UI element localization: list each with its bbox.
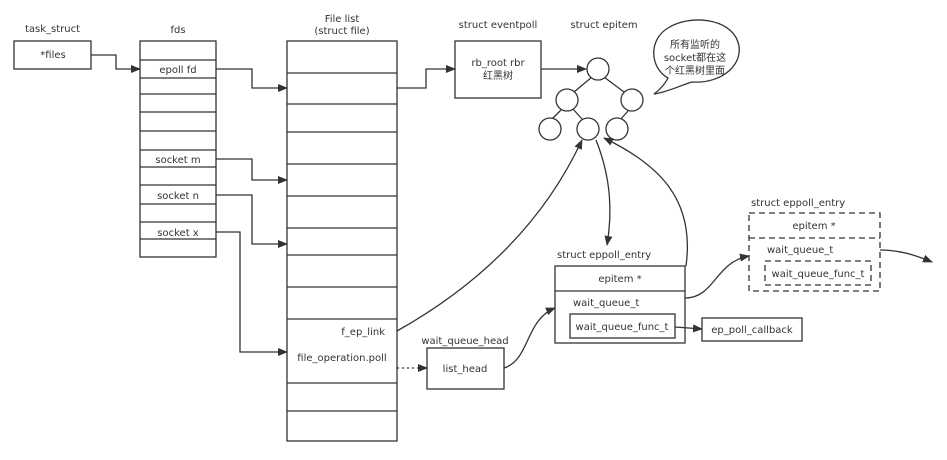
entry2-wait-queue-label: wait_queue_t xyxy=(767,245,833,256)
entry-epitem-label: epitem * xyxy=(598,274,641,285)
entry-func-label: wait_queue_func_t xyxy=(576,322,669,333)
task-struct-box xyxy=(13,40,92,70)
note-bubble xyxy=(653,19,740,95)
entry2-func-label: wait_queue_func_t xyxy=(772,269,865,280)
fd-socket-n-label: socket n xyxy=(157,191,199,202)
list-head-label: list_head xyxy=(443,364,488,375)
tree-node xyxy=(620,88,644,112)
arrow-func-to-callback xyxy=(674,324,703,333)
bubble-line-2: socket都在这 xyxy=(664,51,726,64)
bubble-line-3: 个红黑树里面 xyxy=(665,64,725,77)
ep-poll-callback-label: ep_poll_callback xyxy=(711,325,793,336)
task-struct-label: task_struct xyxy=(25,24,80,35)
tree-node xyxy=(555,88,579,112)
file-list-sublabel: (struct file) xyxy=(314,26,369,37)
arrow-f-ep-link-to-epitem xyxy=(396,139,583,332)
entry-title: struct eppoll_entry xyxy=(557,250,651,261)
eventpoll-label: struct eventpoll xyxy=(459,20,538,31)
rb-tree xyxy=(538,57,644,141)
arrow-entry-to-epitem xyxy=(603,137,688,267)
arrow-socketn-to-file xyxy=(216,194,288,248)
fd-socket-x-label: socket x xyxy=(157,228,199,239)
epitem-label: struct epitem xyxy=(570,20,637,31)
fd-socket-m-label: socket m xyxy=(155,155,200,166)
arrow-files-to-fds xyxy=(91,54,141,73)
entry2-title: struct eppoll_entry xyxy=(751,198,845,209)
arrow-socketm-to-file xyxy=(216,158,288,184)
tree-node xyxy=(605,117,629,141)
files-pointer-label: *files xyxy=(40,50,65,61)
rbr-sublabel: 红黑树 xyxy=(483,69,513,82)
tree-node xyxy=(538,117,562,141)
tree-node xyxy=(576,117,600,141)
bubble-line-1: 所有监听的 xyxy=(670,38,720,51)
file-list-table xyxy=(286,40,398,442)
tree-node xyxy=(586,57,610,81)
eppoll-entry-box xyxy=(554,265,686,344)
arrow-file-to-eventpoll xyxy=(397,65,456,89)
eventpoll-box xyxy=(454,40,542,99)
file-list-label: File list xyxy=(325,14,360,25)
fds-table xyxy=(139,40,217,258)
f-ep-link-label: f_ep_link xyxy=(341,327,385,338)
arrow-next-entry-out xyxy=(879,249,933,263)
eppoll-entry-dashed-box xyxy=(748,212,881,292)
arrow-epollfd-to-file xyxy=(216,68,288,92)
arrow-list-head-to-entry xyxy=(503,307,556,369)
fd-epoll-label: epoll fd xyxy=(159,65,196,76)
file-op-poll-label: file_operation.poll xyxy=(297,353,386,364)
list-head-box xyxy=(426,347,505,390)
fds-label: fds xyxy=(170,25,185,36)
wait-queue-head-label: wait_queue_head xyxy=(421,336,508,347)
arrow-entry-to-next-entry xyxy=(684,253,750,299)
rbr-label: rb_root rbr xyxy=(471,58,525,69)
entry2-epitem-label: epitem * xyxy=(792,221,835,232)
entry-wait-queue-label: wait_queue_t xyxy=(573,298,639,309)
arrow-epitem-to-entry xyxy=(595,139,613,246)
arrow-socketx-to-file xyxy=(216,231,288,356)
